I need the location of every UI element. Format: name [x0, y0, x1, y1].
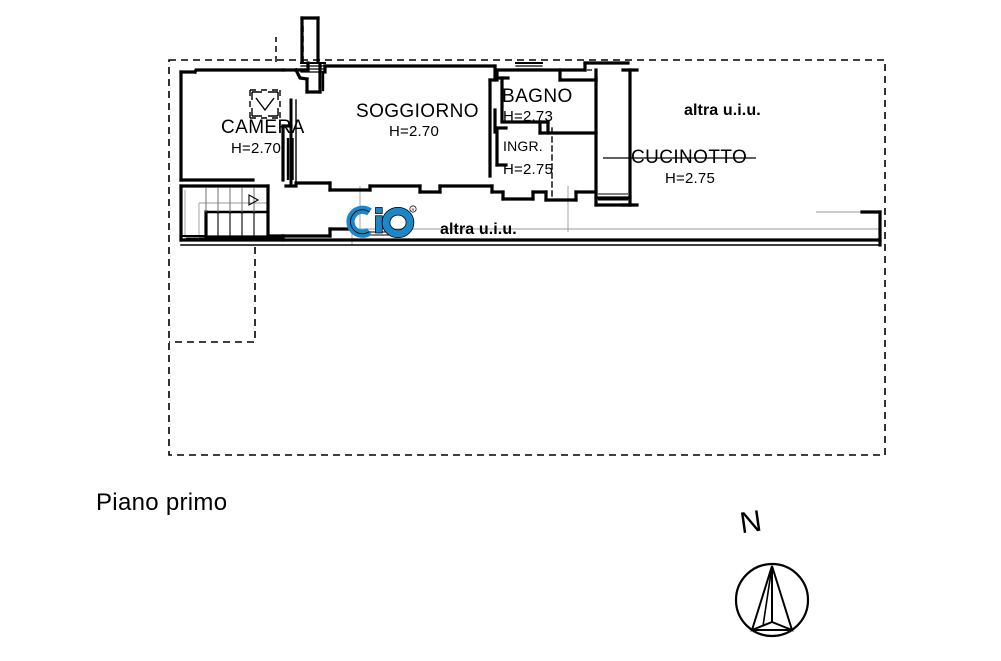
page-title: Piano primo: [96, 489, 228, 516]
room-height-cucinotto: H=2.75: [665, 170, 715, 187]
staircase-icon: [205, 188, 255, 212]
building-walls: [179, 16, 882, 247]
skylight-icon: [249, 89, 281, 119]
staircase-lower-treads: [217, 213, 255, 236]
property-boundary-dashed: [168, 59, 886, 456]
cio-logo: R: [342, 203, 418, 239]
room-height-camera: H=2.70: [231, 140, 281, 157]
stair-direction-arrow-icon: [248, 194, 260, 206]
north-letter-label: N: [737, 504, 764, 541]
room-height-ingresso: H=2.75: [503, 161, 553, 178]
room-label-soggiorno: SOGGIORNO: [356, 101, 479, 122]
room-label-ingresso: INGR.: [503, 138, 543, 154]
room-height-bagno: H=2.73: [503, 108, 553, 125]
projection-outline-dashed: [169, 247, 256, 343]
annotation-altra-uiu-bottom: altra u.i.u.: [440, 221, 517, 238]
room-height-soggiorno: H=2.70: [389, 123, 439, 140]
compass-rose-icon: [734, 562, 810, 638]
svg-text:R: R: [412, 207, 415, 212]
cio-logo-graphic: R: [346, 205, 417, 239]
room-label-bagno: BAGNO: [502, 86, 573, 107]
annotation-altra-uiu-right: altra u.i.u.: [684, 102, 761, 119]
camera-wall-detail: [286, 138, 294, 180]
room-label-cucinotto: CUCINOTTO: [631, 147, 748, 168]
boundary-notch-top: [275, 26, 304, 62]
room-label-camera: CAMERA: [221, 117, 305, 138]
